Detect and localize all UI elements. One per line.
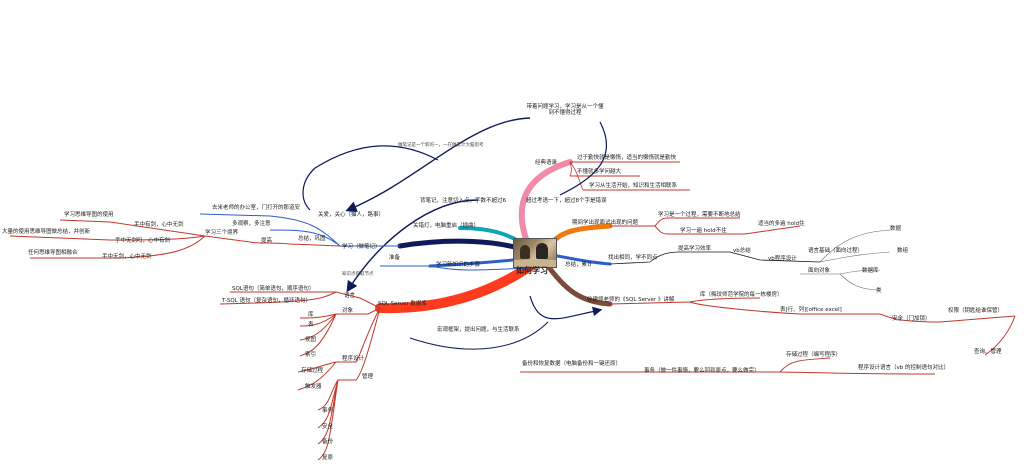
node-obj-shitu[interactable]: 视图 xyxy=(305,337,317,343)
node-yuyan-1[interactable]: SQL语句（简单语句，顺序语句） xyxy=(232,286,315,292)
node-obj-biao[interactable]: 表 xyxy=(308,322,314,328)
node-sanjing-2[interactable]: 大量的使用思维导图做总结，并创新 xyxy=(2,229,91,235)
node-sanjing-1[interactable]: 学习思维导图的使用 xyxy=(64,212,114,218)
node-sql-chengxu[interactable]: 程序设计语言（vb 的控制语句对比） xyxy=(858,365,949,371)
node-obj-ku[interactable]: 库 xyxy=(308,312,314,318)
node-sql-beifen[interactable]: 备份和恢复数据（电脑备份和一键还原） xyxy=(522,361,622,367)
node-guanai[interactable]: 关爱，关心（猫人，路事） xyxy=(318,212,385,218)
node-sql-anquan[interactable]: 安全（门加锁） xyxy=(892,316,931,322)
node-sql-shiwu[interactable]: 事务（做一件事情，要么回到原点，要么做完） xyxy=(644,368,760,374)
node-vb[interactable]: vb总结 xyxy=(733,248,751,254)
node-sanjing-3[interactable]: 任何思维导图相融合 xyxy=(28,250,78,256)
node-qimo[interactable]: 期间学出现面试出现的问题 xyxy=(572,220,639,226)
node-guanli[interactable]: 管理 xyxy=(362,374,374,380)
node-review[interactable]: 宏观框架，提出问题，与生活联系 xyxy=(437,327,520,333)
node-yuyan[interactable]: 语言 xyxy=(344,293,356,299)
node-sql-teacher[interactable]: 徐建师老师的《SQL Server 》讲解 xyxy=(587,297,675,303)
branch-sql-teacher xyxy=(542,259,613,307)
note-zhishi: 知识点提取节点 xyxy=(342,272,374,277)
node-sql-ku[interactable]: 库（梅玟师范学院的每一栋楼房） xyxy=(700,292,783,298)
branch-qimo xyxy=(545,223,613,253)
node-guandeng[interactable]: 关错灯，电脑重启（插曲） xyxy=(413,223,480,229)
node-classic-2[interactable]: 不懂就多学问越大 xyxy=(577,169,622,175)
root-topic[interactable]: 如何学习 xyxy=(516,266,548,275)
node-zongjie2[interactable]: 总结，累计 xyxy=(565,262,593,268)
node-shuju[interactable]: 数据 xyxy=(890,226,902,232)
node-classic-3[interactable]: 学习从生活开始，知识和生活相联系 xyxy=(589,183,678,189)
node-shuzu[interactable]: 数组 xyxy=(897,248,909,254)
node-gl-beifen[interactable]: 备份 xyxy=(322,439,334,445)
node-sql-quanxian[interactable]: 权限（钥匙给谁保管） xyxy=(948,308,1004,314)
node-zhunbei[interactable]: 准备 xyxy=(389,255,401,261)
node-yuyan-2[interactable]: T-SQL 语句（复杂语句，循环语句） xyxy=(222,298,311,304)
node-vb-lang[interactable]: 语言基础（面向过程） xyxy=(808,248,864,254)
node-zhaochu[interactable]: 找出相同，学不同点 xyxy=(608,255,658,261)
node-gl-anquan[interactable]: 安全 xyxy=(322,424,334,430)
node-gl-shiwu[interactable]: 事务 xyxy=(322,408,334,414)
node-qimo-1[interactable]: 学习是一个过程，需要不断地总结 xyxy=(658,212,741,218)
node-question[interactable]: 带着问题学习，学习是从一个懂到不懂得过程 xyxy=(526,104,604,116)
node-tigao-xiaolv[interactable]: 提高学习效率 xyxy=(678,246,712,252)
node-shujuku[interactable]: 数据库 xyxy=(862,268,879,274)
note-biji: 做笔记是一个新的一，一在做累计大脑思考 xyxy=(398,143,484,148)
node-sanjing-3a[interactable]: 手中无剑，心中无剑 xyxy=(102,254,152,260)
node-sanjing[interactable]: 学习三个境界 xyxy=(205,230,239,236)
central-photo xyxy=(513,238,557,268)
node-sqlserver[interactable]: SQL Server 数据库 xyxy=(378,301,427,307)
node-guanai-2[interactable]: 多观察，多注意 xyxy=(232,221,271,227)
node-cunchu[interactable]: 存储过程 xyxy=(301,368,324,374)
node-tigao[interactable]: 提高 xyxy=(261,238,273,244)
node-tip-1[interactable]: 背笔记，注意切入点，字数不超过6 xyxy=(420,198,507,204)
node-classic-1[interactable]: 过于勤快就是懒惰，适当的懒惰就是勤快 xyxy=(577,155,677,161)
node-sql-cunchu[interactable]: 存储过程（编写程序） xyxy=(786,352,842,358)
node-zongjie[interactable]: 总结，巩固 xyxy=(298,236,326,242)
node-duixiang[interactable]: 对象 xyxy=(342,308,354,314)
node-gl-huifu[interactable]: 复原 xyxy=(322,455,334,461)
node-xuexi-biji[interactable]: 学习（做笔记） xyxy=(342,244,381,250)
node-qimo-2[interactable]: 学习一遍 hold不住 xyxy=(680,228,727,234)
branch-sqlserver xyxy=(375,257,541,314)
node-sanjing-1a[interactable]: 手中有剑，心中无剑 xyxy=(134,222,184,228)
node-sql-chaxun[interactable]: 查询、管理 xyxy=(974,349,1002,355)
node-sql-biao[interactable]: 表[行、列][office excel] xyxy=(780,307,842,313)
node-vb-prog[interactable]: vb程序设计 xyxy=(768,256,797,262)
branch-biji xyxy=(397,238,533,255)
node-chengxu[interactable]: 程序设计 xyxy=(342,356,365,362)
node-qimo-2a[interactable]: 适当的多遍 hold住 xyxy=(758,221,805,227)
node-lei[interactable]: 类 xyxy=(876,288,882,294)
node-guanai-1[interactable]: 去米老师的办公室，门打开的那道安 xyxy=(212,205,301,211)
node-classic[interactable]: 经典语录 xyxy=(535,160,558,166)
node-tip-2[interactable]: 超过考语一下，超过8个字是错误 xyxy=(526,198,607,204)
node-vb-oo[interactable]: 面向对象 xyxy=(808,268,831,274)
node-new-step[interactable]: 学习新知识的步骤 xyxy=(436,262,481,268)
node-chufa[interactable]: 触发器 xyxy=(305,384,322,390)
node-obj-suoyin[interactable]: 索引 xyxy=(305,352,317,358)
node-sanjing-2a[interactable]: 手中无剑吗，心中有剑 xyxy=(115,238,171,244)
